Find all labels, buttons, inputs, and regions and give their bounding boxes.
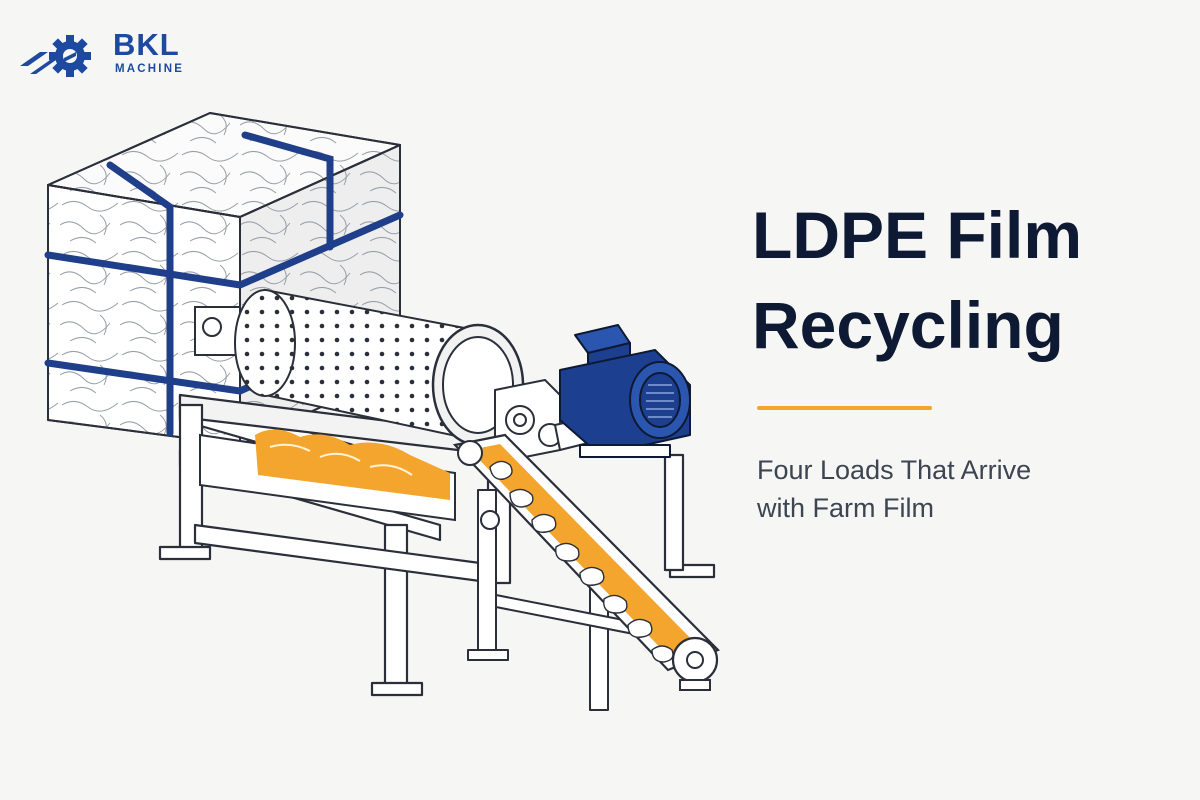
brand-name: BKL bbox=[113, 27, 180, 62]
machine-illustration bbox=[44, 112, 720, 711]
conveyor-belt bbox=[452, 433, 720, 691]
page-title-line-1: LDPE Film bbox=[752, 198, 1083, 272]
trommel-drum bbox=[194, 288, 525, 447]
brand-logo[interactable]: BKL MACHINE bbox=[18, 28, 198, 80]
accent-divider bbox=[757, 406, 932, 410]
wash-trough bbox=[199, 429, 456, 522]
gear-icon bbox=[20, 35, 91, 77]
page-title: LDPE Film Recycling bbox=[752, 190, 1182, 370]
page-subtitle: Four Loads That Arrive with Farm Film bbox=[757, 451, 1177, 527]
page-subtitle-line-1: Four Loads That Arrive bbox=[757, 455, 1032, 485]
brand-subtitle: MACHINE bbox=[115, 63, 185, 75]
electric-motor bbox=[559, 324, 691, 458]
page-title-line-2: Recycling bbox=[752, 288, 1064, 362]
page-subtitle-line-2: with Farm Film bbox=[757, 493, 934, 523]
